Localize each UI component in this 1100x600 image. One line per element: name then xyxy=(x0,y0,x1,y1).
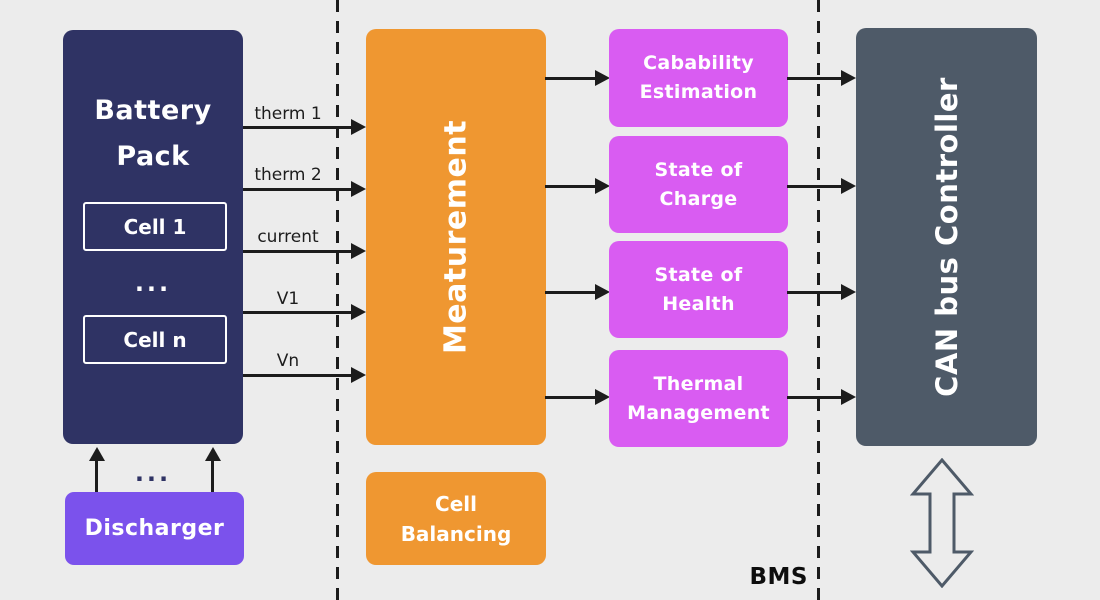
capability-estimation-box: Cabability Estimation xyxy=(609,29,788,127)
signal-label-therm2: therm 2 xyxy=(254,165,322,185)
mid-arrow-line-1 xyxy=(545,77,597,80)
state-of-charge-line2: Charge xyxy=(659,187,738,210)
discharger-arrowhead-left xyxy=(89,447,105,461)
cell-1-box: Cell 1 xyxy=(83,202,227,251)
state-of-health-line2: Health xyxy=(662,292,735,315)
signal-label-v1: V1 xyxy=(276,289,300,309)
can-bus-controller-box: CAN bus Controller xyxy=(856,28,1037,446)
signal-label-current: current xyxy=(257,227,319,247)
mid-arrow-line-2 xyxy=(545,185,597,188)
discharger-arrow-line-right xyxy=(211,459,214,492)
can-arrow-line-1 xyxy=(787,77,843,80)
cell-n-label: Cell n xyxy=(123,327,187,352)
thermal-management-line1: Thermal xyxy=(653,372,744,395)
signal-arrow-line-therm2 xyxy=(243,188,353,191)
cell-n-box: Cell n xyxy=(83,315,227,364)
mid-arrowhead-4 xyxy=(595,389,610,405)
state-of-health-box: State of Health xyxy=(609,241,788,338)
state-of-charge-box: State of Charge xyxy=(609,136,788,233)
signal-label-vn: Vn xyxy=(276,351,300,371)
signal-label-therm1: therm 1 xyxy=(254,104,322,124)
battery-pack-title-line2: Pack xyxy=(116,141,190,172)
bms-boundary-dashed-line-right xyxy=(817,0,820,600)
discharger-arrows-ellipsis: ... xyxy=(134,459,172,487)
signal-arrow-line-current xyxy=(243,250,353,253)
can-arrowhead-4 xyxy=(841,389,856,405)
discharger-arrow-line-left xyxy=(95,459,98,492)
capability-estimation-line1: Cabability xyxy=(643,52,754,74)
can-arrowhead-2 xyxy=(841,178,856,194)
cell-balancing-box: Cell Balancing xyxy=(366,472,546,565)
mid-arrowhead-3 xyxy=(595,284,610,300)
cell-1-label: Cell 1 xyxy=(123,214,187,239)
bms-boundary-dashed-line-left xyxy=(336,0,339,600)
can-arrow-line-3 xyxy=(787,291,843,294)
measurement-box: Meaturement xyxy=(366,29,546,445)
cell-balancing-line1: Cell xyxy=(435,491,477,516)
mid-arrowhead-2 xyxy=(595,178,610,194)
bms-label: BMS xyxy=(749,564,808,590)
discharger-arrowhead-right xyxy=(205,447,221,461)
capability-estimation-line2: Estimation xyxy=(639,81,758,103)
signal-arrowhead-current xyxy=(351,243,366,259)
measurement-label: Meaturement xyxy=(438,119,474,355)
state-of-health-line1: State of xyxy=(654,263,743,286)
signal-arrow-line-v1 xyxy=(243,311,353,314)
battery-pack-title-line1: Battery xyxy=(94,95,212,126)
signal-arrowhead-therm1 xyxy=(351,119,366,135)
can-arrowhead-1 xyxy=(841,70,856,86)
discharger-label: Discharger xyxy=(84,516,225,541)
battery-cells-ellipsis: ... xyxy=(134,269,172,297)
can-bus-controller-label: CAN bus Controller xyxy=(929,77,964,397)
state-of-charge-line1: State of xyxy=(654,158,743,181)
thermal-management-box: Thermal Management xyxy=(609,350,788,447)
battery-pack-box: Battery Pack Cell 1 ... Cell n xyxy=(63,30,243,444)
mid-arrow-line-4 xyxy=(545,396,597,399)
mid-arrow-line-3 xyxy=(545,291,597,294)
discharger-box: Discharger xyxy=(65,492,244,565)
signal-arrow-line-therm1 xyxy=(243,126,353,129)
signal-arrowhead-therm2 xyxy=(351,181,366,197)
can-arrowhead-3 xyxy=(841,284,856,300)
can-bus-double-arrow-icon xyxy=(910,458,974,588)
mid-arrowhead-1 xyxy=(595,70,610,86)
signal-arrow-line-vn xyxy=(243,374,353,377)
signal-arrowhead-v1 xyxy=(351,304,366,320)
signal-arrowhead-vn xyxy=(351,367,366,383)
battery-pack-title: Battery Pack xyxy=(63,88,243,180)
thermal-management-line2: Management xyxy=(627,401,770,424)
cell-balancing-line2: Balancing xyxy=(400,521,512,546)
can-arrow-line-4 xyxy=(787,396,843,399)
can-arrow-line-2 xyxy=(787,185,843,188)
